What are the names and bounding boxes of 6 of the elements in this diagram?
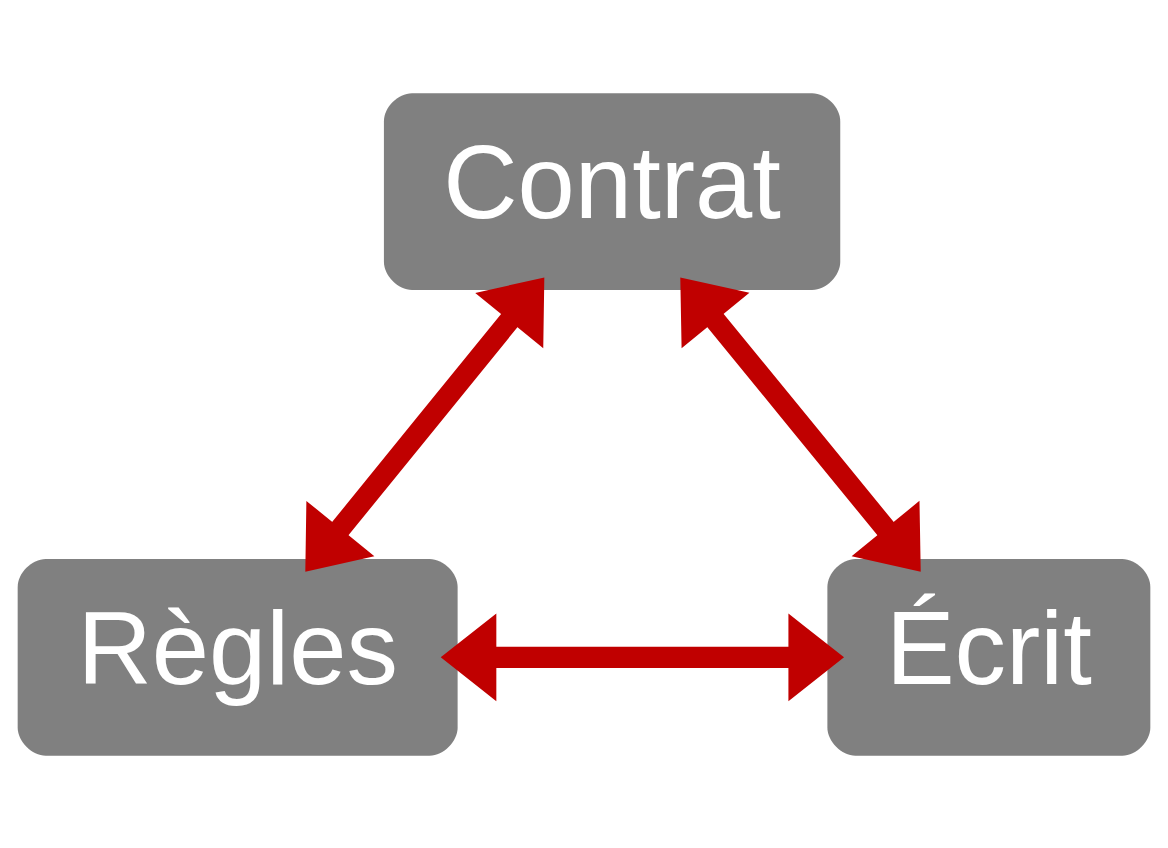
- arrow: [680, 276, 921, 572]
- arrow: [440, 613, 845, 701]
- arrow: [305, 276, 545, 572]
- node-box: Écrit: [827, 558, 1151, 756]
- node-box: Règles: [17, 558, 458, 756]
- node-box: Contrat: [383, 92, 841, 290]
